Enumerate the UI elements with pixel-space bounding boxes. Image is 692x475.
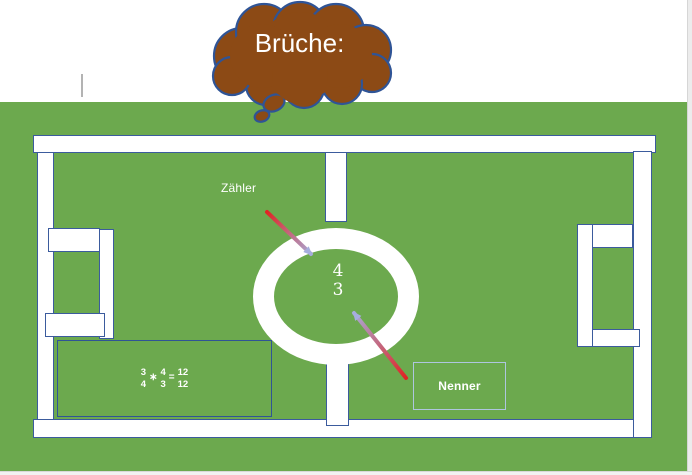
center-fraction[interactable]: 4 3: [320, 262, 356, 300]
eq-f2-num: 4: [160, 367, 166, 378]
center-fraction-denominator: 3: [332, 280, 344, 300]
center-line-bottom: [326, 358, 349, 426]
equation-fraction-result: 12 12: [177, 367, 190, 390]
thought-cloud[interactable]: [0, 0, 692, 140]
eq-f1-den: 4: [140, 378, 147, 390]
field-left-line: [37, 152, 54, 420]
equation-fraction-1: 3 4: [140, 367, 147, 390]
slide-right-edge: [687, 0, 692, 475]
equation-fraction-2: 4 3: [159, 367, 166, 390]
center-line-top: [325, 152, 347, 222]
left-penalty-vertical-bar: [99, 229, 114, 339]
cloud-tail-bubble-small: [253, 109, 271, 123]
nenner-box[interactable]: Nenner: [413, 362, 506, 410]
nenner-label: Nenner: [438, 379, 481, 393]
center-fraction-numerator: 4: [332, 261, 344, 281]
eq-f3-num: 12: [177, 367, 189, 378]
right-penalty-top-bar: [592, 224, 633, 248]
eq-f3-den: 12: [177, 378, 189, 390]
text-cursor[interactable]: [81, 74, 83, 97]
slide-bottom-edge: [0, 471, 692, 475]
cloud-title[interactable]: Brüche:: [254, 28, 345, 58]
left-penalty-top-bar: [48, 228, 100, 252]
right-penalty-vertical-bar: [577, 224, 593, 347]
zaehler-label[interactable]: Zähler: [221, 181, 257, 195]
field-right-line: [633, 151, 652, 438]
right-penalty-bottom-bar: [592, 329, 640, 347]
equals-operator: =: [168, 372, 175, 383]
multiply-operator: ∗: [149, 372, 158, 383]
left-penalty-bottom-bar: [45, 313, 105, 337]
eq-f1-num: 3: [140, 367, 147, 378]
eq-f2-den: 3: [160, 378, 166, 390]
equation: 3 4 ∗ 4 3 = 12 12: [140, 367, 189, 390]
equation-box[interactable]: 3 4 ∗ 4 3 = 12 12: [57, 340, 272, 417]
